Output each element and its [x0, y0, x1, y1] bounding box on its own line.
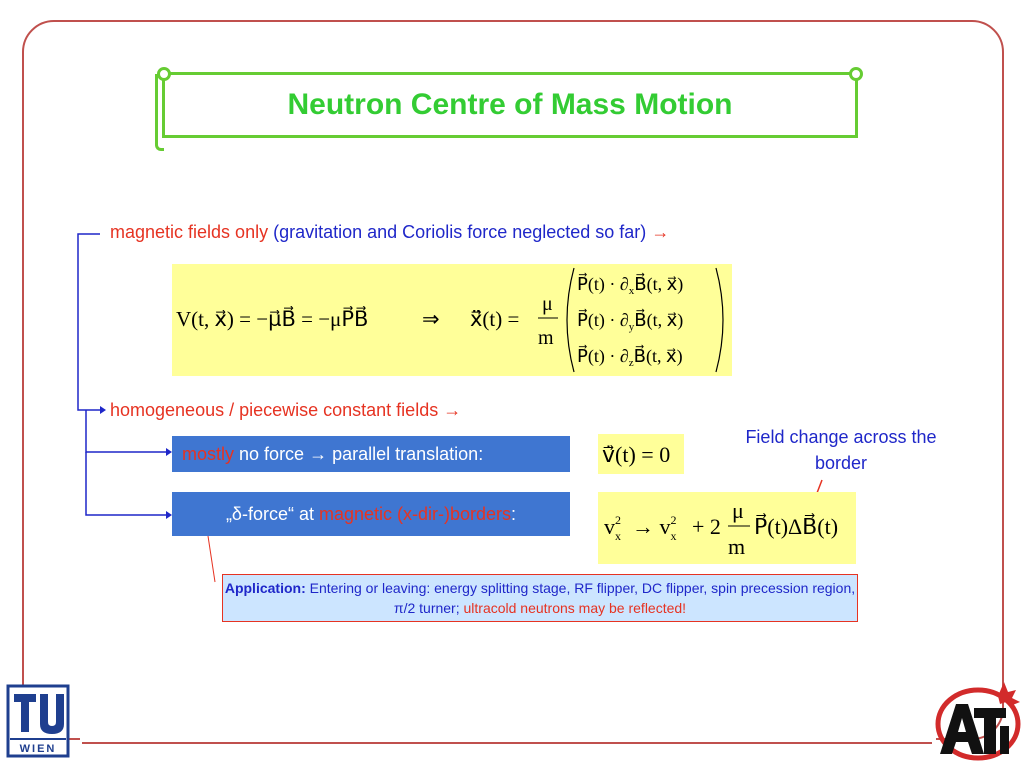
- svg-text:x⃗̈(t) =: x⃗̈(t) =: [470, 307, 519, 331]
- svg-text:P⃗(t) · ∂yB⃗(t, x⃗): P⃗(t) · ∂yB⃗(t, x⃗): [577, 309, 683, 333]
- slide-title: Neutron Centre of Mass Motion: [287, 88, 733, 121]
- title-scroll-decoration: [155, 74, 164, 151]
- tu-wien-logo: WIEN: [6, 684, 70, 758]
- application-text: Entering or leaving: energy splitting st…: [309, 580, 856, 616]
- svg-text:m: m: [538, 327, 554, 349]
- svg-text:P⃗(t)ΔB⃗(t): P⃗(t)ΔB⃗(t): [754, 513, 838, 539]
- equation-potential: V(t, x⃗) = −μ⃗B⃗ = −μP⃗B⃗ ⇒ x⃗̈(t) = μ m…: [172, 264, 732, 376]
- svg-text:P⃗(t) · ∂zB⃗(t, x⃗): P⃗(t) · ∂zB⃗(t, x⃗): [577, 345, 683, 369]
- application-box: Application: Entering or leaving: energy…: [222, 574, 858, 622]
- sub1-tail: parallel translation:: [332, 443, 484, 464]
- svg-text:μ: μ: [542, 293, 553, 315]
- svg-text:v⃗̇(t) = 0: v⃗̇(t) = 0: [602, 442, 670, 467]
- svg-text:V(t, x⃗) = −μ⃗B⃗ = −μP⃗B⃗: V(t, x⃗) = −μ⃗B⃗ = −μP⃗B⃗: [176, 306, 368, 331]
- svg-text:P⃗(t) · ∂xB⃗(t, x⃗): P⃗(t) · ∂xB⃗(t, x⃗): [577, 273, 683, 297]
- svg-text:⇒: ⇒: [422, 307, 440, 331]
- sub2-prefix: „δ-force“ at: [225, 503, 314, 524]
- svg-text:m: m: [728, 534, 745, 559]
- arrow-icon: →: [443, 400, 462, 420]
- bullet1-blue: (gravitation and Coriolis force neglecte…: [273, 222, 647, 242]
- svg-text:v2x: v2x: [604, 513, 621, 543]
- sub1-red: mostly: [182, 443, 235, 464]
- sub2-red: magnetic (x-dir-)borders: [318, 503, 512, 524]
- sub2-suffix: :: [511, 503, 517, 524]
- no-force-box: mostly no force → parallel translation:: [172, 436, 570, 472]
- application-label: Application:: [224, 580, 306, 596]
- svg-text:WIEN: WIEN: [20, 743, 57, 755]
- ati-logo: [926, 680, 1022, 764]
- bullet-magnetic-fields: magnetic fields only (gravitation and Co…: [110, 222, 669, 243]
- title-box: Neutron Centre of Mass Motion: [157, 67, 863, 138]
- bullet-homogeneous-fields: homogeneous / piecewise constant fields …: [110, 400, 461, 421]
- equation-potential-svg: V(t, x⃗) = −μ⃗B⃗ = −μP⃗B⃗ ⇒ x⃗̈(t) = μ m…: [176, 267, 724, 373]
- application-red-text: ultracold neutrons may be reflected!: [463, 600, 687, 616]
- bottom-rule: [82, 742, 932, 744]
- svg-text:+ 2: + 2: [692, 514, 721, 539]
- bullet2-text: homogeneous / piecewise constant fields: [110, 400, 439, 420]
- field-change-annotation: Field change across the border: [745, 427, 937, 473]
- equation-velocity-svg: v⃗̇(t) = 0: [602, 442, 670, 467]
- sub1-white: no force: [239, 443, 305, 464]
- svg-text:μ: μ: [732, 498, 744, 523]
- delta-force-box: „δ-force“ at magnetic (x-dir-)borders:: [172, 492, 570, 536]
- arrow-icon: →: [651, 222, 670, 242]
- svg-text:→ v2x: → v2x: [632, 513, 677, 543]
- arrow-icon: →: [309, 443, 328, 464]
- equation-velocity: v⃗̇(t) = 0: [598, 434, 684, 474]
- bullet1-red: magnetic fields only: [110, 222, 269, 242]
